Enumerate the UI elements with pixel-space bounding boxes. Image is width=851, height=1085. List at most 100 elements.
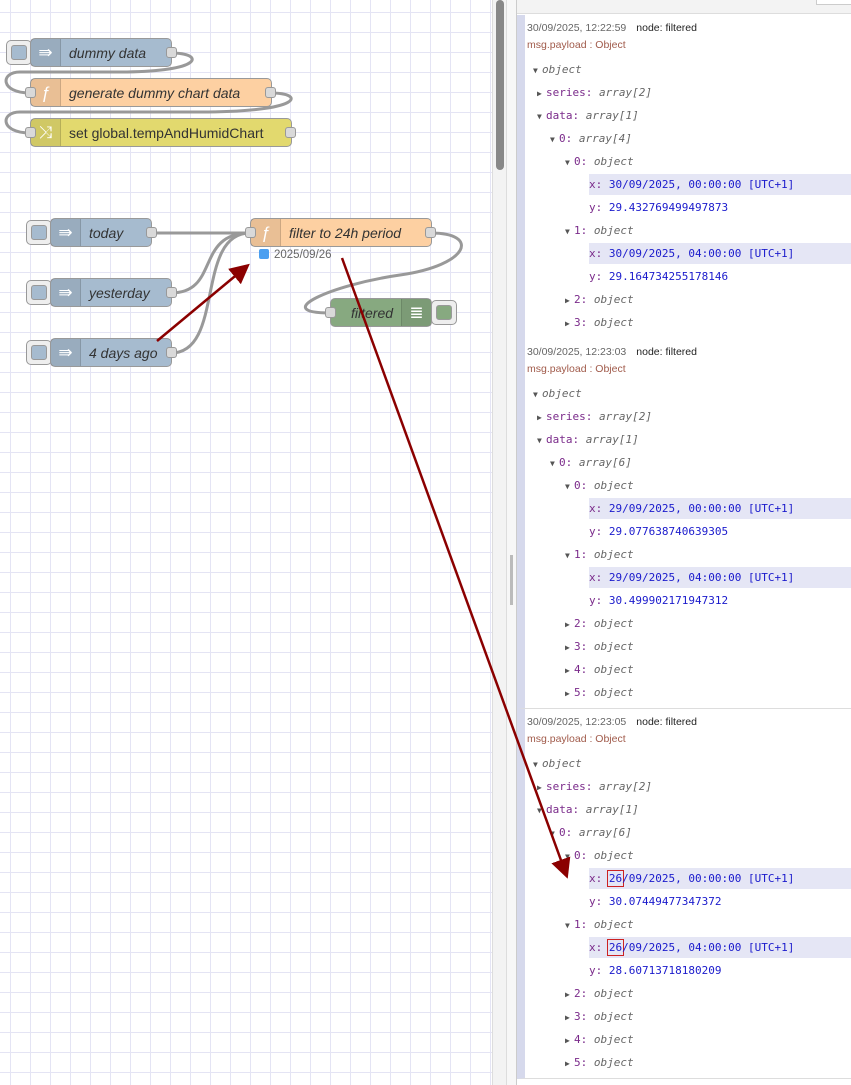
- caret-right-icon[interactable]: ▶: [565, 666, 570, 675]
- caret-down-icon[interactable]: ▼: [565, 227, 570, 236]
- debug-node-filtered[interactable]: filtered ≣: [330, 298, 432, 327]
- output-port[interactable]: [166, 47, 177, 58]
- panel-splitter[interactable]: [506, 0, 516, 1085]
- splitter-grip[interactable]: [510, 555, 513, 605]
- input-port[interactable]: [25, 127, 36, 138]
- output-port[interactable]: [146, 227, 157, 238]
- scrollbar-thumb[interactable]: [496, 0, 504, 170]
- tree-value[interactable]: 29/09/2025, 00:00:00 [UTC+1]: [608, 502, 795, 515]
- tree-row[interactable]: ▼1: object: [525, 543, 851, 566]
- caret-down-icon[interactable]: ▼: [565, 921, 570, 930]
- canvas-scrollbar[interactable]: [492, 0, 506, 1085]
- caret-right-icon[interactable]: ▶: [565, 1059, 570, 1068]
- caret-down-icon[interactable]: ▼: [533, 760, 538, 769]
- input-port[interactable]: [245, 227, 256, 238]
- tree-row[interactable]: ▶4: object: [525, 1028, 851, 1051]
- tree-value[interactable]: 30/09/2025, 00:00:00 [UTC+1]: [608, 178, 795, 191]
- caret-down-icon[interactable]: ▼: [565, 551, 570, 560]
- inject-button[interactable]: [6, 40, 32, 65]
- tree-row[interactable]: ▼object: [525, 382, 851, 405]
- tree-row[interactable]: ▶2: object: [525, 982, 851, 1005]
- caret-down-icon[interactable]: ▼: [550, 459, 555, 468]
- tree-row[interactable]: ▼1: object: [525, 913, 851, 936]
- change-node-set-global[interactable]: ⤨ set global.tempAndHumidChart: [30, 118, 292, 147]
- tree-value[interactable]: /09/2025, 00:00:00 [UTC+1]: [622, 872, 795, 885]
- message-topic[interactable]: msg.payload : Object: [527, 39, 626, 51]
- tree-row[interactable]: ▼object: [525, 752, 851, 775]
- tree-row[interactable]: ▼0: object: [525, 150, 851, 173]
- inject-node-dummy-data[interactable]: ⇛ dummy data: [30, 38, 172, 67]
- caret-right-icon[interactable]: ▶: [537, 89, 542, 98]
- caret-down-icon[interactable]: ▼: [565, 852, 570, 861]
- debug-toggle-button[interactable]: [431, 300, 457, 325]
- tree-value[interactable]: /09/2025, 04:00:00 [UTC+1]: [622, 941, 795, 954]
- input-port[interactable]: [325, 307, 336, 318]
- inject-node-4-days-ago[interactable]: ⇛ 4 days ago: [50, 338, 172, 367]
- tree-row[interactable]: ▶4: object: [525, 658, 851, 681]
- message-node[interactable]: node: filtered: [636, 22, 697, 34]
- caret-down-icon[interactable]: ▼: [537, 112, 542, 121]
- caret-right-icon[interactable]: ▶: [565, 1036, 570, 1045]
- function-node-generate[interactable]: ƒ generate dummy chart data: [30, 78, 272, 107]
- caret-right-icon[interactable]: ▶: [537, 783, 542, 792]
- message-node[interactable]: node: filtered: [636, 716, 697, 728]
- tree-value[interactable]: 29.164734255178146: [608, 270, 729, 283]
- inject-node-yesterday[interactable]: ⇛ yesterday: [50, 278, 172, 307]
- caret-down-icon[interactable]: ▼: [537, 806, 542, 815]
- caret-right-icon[interactable]: ▶: [565, 319, 570, 328]
- tree-row[interactable]: ▶series: array[2]: [525, 405, 851, 428]
- tree-row[interactable]: ▶3: object: [525, 311, 851, 334]
- inject-button[interactable]: [26, 340, 52, 365]
- caret-down-icon[interactable]: ▼: [550, 829, 555, 838]
- tree-row[interactable]: ▼data: array[1]: [525, 798, 851, 821]
- tree-row[interactable]: ▼0: array[6]: [525, 451, 851, 474]
- caret-down-icon[interactable]: ▼: [537, 436, 542, 445]
- tree-row[interactable]: ▶5: object: [525, 681, 851, 704]
- output-port[interactable]: [425, 227, 436, 238]
- tree-row[interactable]: ▶5: object: [525, 1051, 851, 1074]
- caret-right-icon[interactable]: ▶: [565, 689, 570, 698]
- tree-value[interactable]: 30.07449477347372: [608, 895, 722, 908]
- caret-down-icon[interactable]: ▼: [565, 482, 570, 491]
- tree-value[interactable]: 28.60713718180209: [608, 964, 722, 977]
- caret-right-icon[interactable]: ▶: [565, 296, 570, 305]
- tree-row[interactable]: ▼data: array[1]: [525, 104, 851, 127]
- flow-canvas[interactable]: ⇛ dummy data ƒ generate dummy chart data…: [0, 0, 492, 1085]
- caret-down-icon[interactable]: ▼: [533, 390, 538, 399]
- tree-row[interactable]: ▼data: array[1]: [525, 428, 851, 451]
- filter-input[interactable]: [816, 0, 851, 5]
- caret-right-icon[interactable]: ▶: [565, 643, 570, 652]
- inject-button[interactable]: [26, 220, 52, 245]
- function-node-filter[interactable]: ƒ filter to 24h period: [250, 218, 432, 247]
- tree-row[interactable]: ▼object: [525, 58, 851, 81]
- message-node[interactable]: node: filtered: [636, 346, 697, 358]
- tree-value[interactable]: 30/09/2025, 04:00:00 [UTC+1]: [608, 247, 795, 260]
- output-port[interactable]: [265, 87, 276, 98]
- tree-row[interactable]: ▼0: object: [525, 844, 851, 867]
- output-port[interactable]: [285, 127, 296, 138]
- tree-row[interactable]: ▶series: array[2]: [525, 81, 851, 104]
- output-port[interactable]: [166, 287, 177, 298]
- message-topic[interactable]: msg.payload : Object: [527, 733, 626, 745]
- input-port[interactable]: [25, 87, 36, 98]
- inject-node-today[interactable]: ⇛ today: [50, 218, 152, 247]
- tree-row[interactable]: ▶2: object: [525, 612, 851, 635]
- tree-row[interactable]: ▶3: object: [525, 1005, 851, 1028]
- output-port[interactable]: [166, 347, 177, 358]
- tree-value[interactable]: 29/09/2025, 04:00:00 [UTC+1]: [608, 571, 795, 584]
- caret-down-icon[interactable]: ▼: [533, 66, 538, 75]
- caret-right-icon[interactable]: ▶: [565, 620, 570, 629]
- tree-value[interactable]: 29.077638740639305: [608, 525, 729, 538]
- tree-row[interactable]: ▼0: array[4]: [525, 127, 851, 150]
- inject-button[interactable]: [26, 280, 52, 305]
- caret-right-icon[interactable]: ▶: [565, 990, 570, 999]
- tree-value[interactable]: 30.499902171947312: [608, 594, 729, 607]
- tree-row[interactable]: ▶2: object: [525, 288, 851, 311]
- tree-row[interactable]: ▶3: object: [525, 635, 851, 658]
- tree-value[interactable]: 29.432769499497873: [608, 201, 729, 214]
- tree-row[interactable]: ▼0: array[6]: [525, 821, 851, 844]
- caret-right-icon[interactable]: ▶: [537, 413, 542, 422]
- tree-row[interactable]: ▼0: object: [525, 474, 851, 497]
- caret-right-icon[interactable]: ▶: [565, 1013, 570, 1022]
- tree-row[interactable]: ▶series: array[2]: [525, 775, 851, 798]
